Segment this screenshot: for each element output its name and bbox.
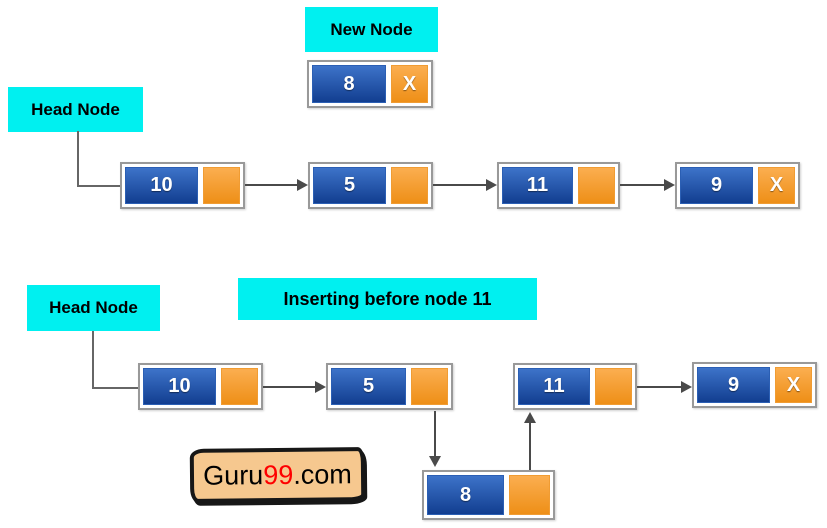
arrow-5-to-11-head-icon xyxy=(486,179,497,191)
head-connector-vertical-1 xyxy=(77,131,79,187)
list2-node-9-value: 9 xyxy=(697,367,770,403)
list2-node-5-value: 5 xyxy=(331,368,406,405)
list2-node-10: 10 xyxy=(138,363,263,410)
arrow-10-to-5-line xyxy=(245,184,297,186)
arrow-10-to-5-head-icon xyxy=(297,179,308,191)
list1-node-10-value: 10 xyxy=(125,167,198,204)
head-connector-vertical-2 xyxy=(92,331,94,389)
list1-node-9: 9 X xyxy=(675,162,800,209)
arrow-5-to-8-line xyxy=(434,411,436,457)
head-connector-horizontal-2 xyxy=(92,387,138,389)
head-node-label-1: Head Node xyxy=(8,87,143,132)
arrow-8-to-11-line xyxy=(529,423,531,470)
list1-node-5-value: 5 xyxy=(313,167,386,204)
list2-node-9: 9 X xyxy=(692,362,817,408)
list2-node-5-pointer xyxy=(411,368,448,405)
list2-node-5: 5 xyxy=(326,363,453,410)
arrow2-11-to-9-line xyxy=(637,386,681,388)
arrow-5-to-11-line xyxy=(433,184,486,186)
list1-node-9-value: 9 xyxy=(680,167,753,204)
arrow2-10-to-5-line xyxy=(263,386,315,388)
new-node-label: New Node xyxy=(305,7,438,52)
list1-node-11-pointer xyxy=(578,167,615,204)
logo-text-99: 99 xyxy=(263,459,294,490)
list2-node-11-pointer xyxy=(595,368,632,405)
list1-node-10-pointer xyxy=(203,167,240,204)
logo-text-guru: Guru xyxy=(203,459,264,491)
logo-text-com: .com xyxy=(293,458,352,490)
list2-node-9-pointer: X xyxy=(775,367,812,403)
inserted-node-8-pointer xyxy=(509,475,550,515)
arrow-11-to-9-line xyxy=(620,184,664,186)
arrow-11-to-9-head-icon xyxy=(664,179,675,191)
head-node-label-2: Head Node xyxy=(27,285,160,331)
head-connector-horizontal-1 xyxy=(77,185,120,187)
list2-node-11-value: 11 xyxy=(518,368,590,405)
arrow2-11-to-9-head-icon xyxy=(681,381,692,393)
list1-node-11-value: 11 xyxy=(502,167,573,204)
list1-node-11: 11 xyxy=(497,162,620,209)
arrow2-10-to-5-head-icon xyxy=(315,381,326,393)
list1-node-5-pointer xyxy=(391,167,428,204)
new-node-pointer: X xyxy=(391,65,428,103)
inserting-caption: Inserting before node 11 xyxy=(238,278,537,320)
inserted-node-8: 8 xyxy=(422,470,555,520)
new-node: 8 X xyxy=(307,60,433,108)
list1-node-9-pointer: X xyxy=(758,167,795,204)
list2-node-10-value: 10 xyxy=(143,368,216,405)
arrow-8-to-11-head-icon xyxy=(524,412,536,423)
list2-node-10-pointer xyxy=(221,368,258,405)
inserted-node-8-value: 8 xyxy=(427,475,504,515)
list1-node-5: 5 xyxy=(308,162,433,209)
new-node-value: 8 xyxy=(312,65,386,103)
list1-node-10: 10 xyxy=(120,162,245,209)
list2-node-11: 11 xyxy=(513,363,637,410)
arrow-5-to-8-head-icon xyxy=(429,456,441,467)
